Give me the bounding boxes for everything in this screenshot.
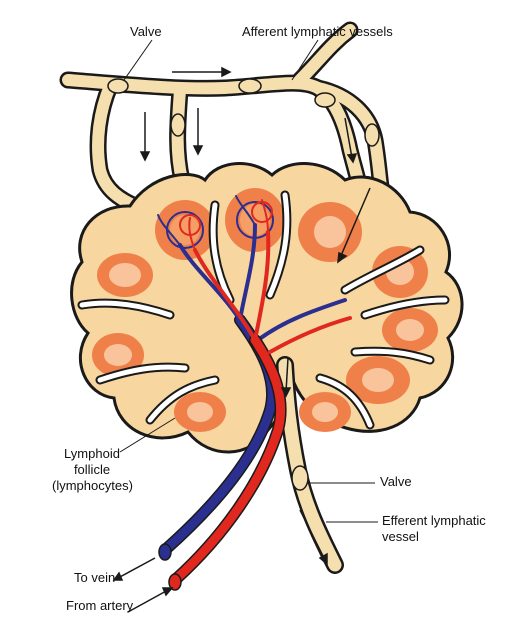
artery — [169, 199, 352, 586]
flow-arrow — [192, 108, 204, 156]
follicle — [97, 253, 153, 297]
follicle — [382, 308, 438, 352]
leader-lines — [119, 39, 378, 523]
label-lymphoid-follicle: Lymphoid follicle (lymphocytes) — [52, 446, 133, 494]
follicle — [155, 200, 215, 260]
lymphoid-follicles — [92, 188, 438, 432]
efferent-valve-marker — [291, 465, 309, 491]
label-valve-bottom: Valve — [380, 474, 412, 489]
flow-arrow — [172, 66, 232, 78]
label-valve-top: Valve — [130, 24, 162, 39]
leader-line — [123, 39, 153, 81]
trabecular-sinuses — [77, 190, 450, 430]
label-line: Efferent lymphatic — [382, 513, 486, 528]
vein-opening — [158, 543, 172, 561]
efferent-lymphatic-vessel — [276, 356, 344, 574]
label-to-vein: To vein — [74, 570, 116, 585]
valve-marker — [238, 78, 262, 94]
flow-arrow — [337, 187, 371, 264]
valve-marker — [107, 78, 129, 94]
flow-arrow — [344, 117, 358, 164]
artery-opening — [168, 573, 182, 591]
label-from-artery: From artery — [66, 598, 134, 613]
flow-arrow — [299, 509, 328, 566]
label-line: follicle — [73, 462, 111, 477]
flow-arrow — [127, 587, 174, 613]
blood-vessels — [157, 195, 352, 591]
flow-arrow — [139, 112, 151, 162]
valve-marker — [314, 92, 336, 108]
follicle — [298, 202, 362, 262]
afferent-valves — [107, 78, 380, 147]
label-line: Lymphoid — [64, 446, 120, 461]
label-line: (lymphocytes) — [52, 478, 133, 493]
follicle — [92, 333, 144, 377]
flow-arrow — [280, 357, 292, 398]
follicle — [174, 392, 226, 432]
leader-line — [291, 39, 319, 81]
follicle — [346, 356, 410, 404]
flow-arrows — [112, 66, 371, 613]
valve-marker — [364, 123, 380, 147]
flow-arrow — [112, 557, 156, 581]
follicle — [299, 392, 351, 432]
label-line: vessel — [382, 529, 419, 544]
valve-marker — [170, 113, 186, 137]
label-afferent-vessels: Afferent lymphatic vessels — [242, 24, 393, 39]
leader-line — [119, 417, 176, 453]
label-efferent-vessel: Efferent lymphatic vessel — [382, 513, 486, 545]
